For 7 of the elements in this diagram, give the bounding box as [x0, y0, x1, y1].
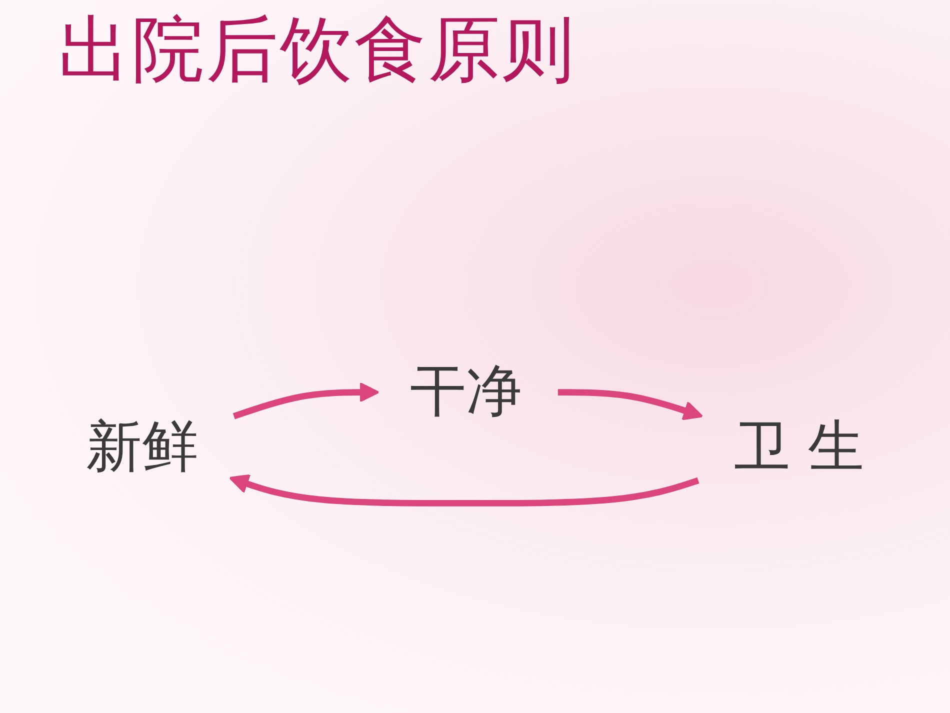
arrow — [232, 382, 380, 420]
arrow — [558, 389, 704, 420]
title: 出院后饮食原则 — [58, 6, 576, 93]
node-text: 卫 生 — [734, 414, 864, 480]
node-text: 新鲜 — [86, 414, 198, 480]
node-text: 干净 — [410, 359, 522, 424]
arrow — [229, 474, 700, 506]
